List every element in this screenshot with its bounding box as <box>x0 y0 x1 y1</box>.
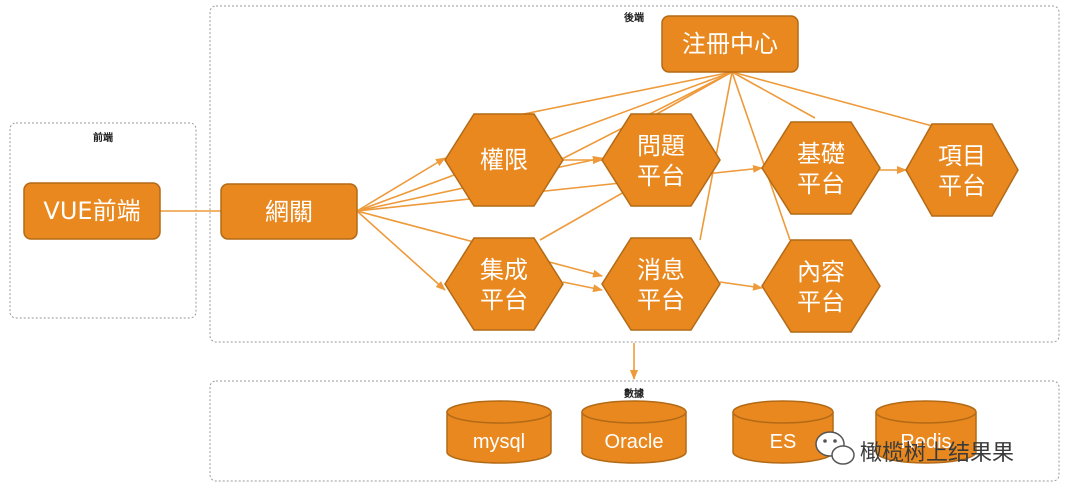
db-redis-label: Redis <box>900 431 951 453</box>
vue-label: VUE前端 <box>43 197 140 225</box>
issue-node: 問題 平台 <box>601 113 721 207</box>
edge-integration-message <box>562 281 603 293</box>
auth-node: 權限 <box>444 113 564 207</box>
vue-node: VUE前端 <box>23 182 161 240</box>
backend-group <box>209 5 1060 343</box>
registry-node: 注冊中心 <box>661 15 799 73</box>
message-label-1: 消息 <box>637 256 685 284</box>
gateway-label: 網關 <box>265 198 313 226</box>
frontend-group-label: 前端 <box>93 131 113 144</box>
integration-node: 集成 平台 <box>444 237 564 331</box>
edge-gateway-integration <box>356 210 446 291</box>
integration-label-1: 集成 <box>480 256 528 284</box>
watermark-text: 橄榄树上结果果 <box>860 441 1014 466</box>
edge-gateway-auth <box>356 157 446 212</box>
message-label-2: 平台 <box>637 286 685 314</box>
wechat-icon <box>815 431 855 465</box>
foundation-node: 基礎 平台 <box>761 121 881 215</box>
content-node: 內容 平台 <box>761 239 881 333</box>
edge-registry-project <box>731 71 941 129</box>
registry-label: 注冊中心 <box>682 30 778 58</box>
message-node: 消息 平台 <box>601 237 721 331</box>
project-label-1: 項目 <box>938 142 986 170</box>
auth-label: 權限 <box>480 146 528 174</box>
content-label-1: 內容 <box>797 258 845 286</box>
backend-group-label: 後端 <box>624 11 644 24</box>
db-es: ES <box>732 400 834 464</box>
db-redis: Redis <box>875 400 977 464</box>
project-node: 項目 平台 <box>905 123 1019 217</box>
edges <box>160 71 941 380</box>
foundation-label-1: 基礎 <box>797 140 845 168</box>
edge-message-content <box>719 281 763 291</box>
watermark: 橄榄树上结果果 <box>815 431 1014 466</box>
project-label-2: 平台 <box>938 172 986 200</box>
issue-label-1: 問題 <box>637 132 685 160</box>
db-es-label: ES <box>770 431 797 453</box>
db-mysql: mysql <box>446 400 552 464</box>
issue-label-2: 平台 <box>637 162 685 190</box>
foundation-label-2: 平台 <box>797 170 845 198</box>
edge-registry-auth <box>503 71 733 119</box>
db-oracle: Oracle <box>581 400 687 464</box>
db-mysql-label: mysql <box>473 431 525 453</box>
gateway-node: 網關 <box>220 183 358 240</box>
data-group-label: 數據 <box>624 387 645 400</box>
db-oracle-label: Oracle <box>605 431 664 453</box>
edge-registry-foundation <box>731 71 816 119</box>
edge-registry-content <box>731 71 791 241</box>
data-group <box>209 380 1060 482</box>
integration-label-2: 平台 <box>480 286 528 314</box>
content-label-2: 平台 <box>797 288 845 316</box>
